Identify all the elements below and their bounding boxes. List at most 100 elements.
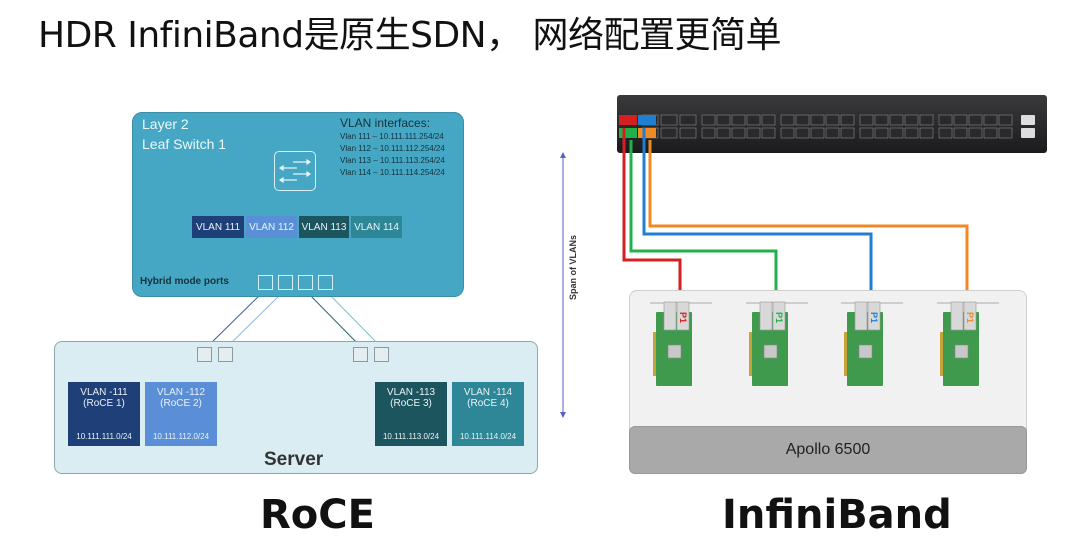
qsfp-port <box>701 114 716 126</box>
qsfp-port <box>904 127 919 139</box>
ethernet-port-icon <box>258 275 273 290</box>
cable-red <box>622 128 682 300</box>
qsfp-port <box>859 114 874 126</box>
leaf-title-line2: Leaf Switch 1 <box>142 136 227 152</box>
qsfp-port <box>874 127 889 139</box>
server-vlan-label: VLAN -112 <box>156 387 206 398</box>
hybrid-ports-label: Hybrid mode ports <box>140 276 229 287</box>
qsfp-port <box>998 127 1013 139</box>
nic-port-label: P1 <box>869 312 879 323</box>
qsfp-port <box>679 127 697 139</box>
qsfp-port <box>953 114 968 126</box>
roce-caption: RoCE <box>260 492 375 538</box>
nic-port-label: P1 <box>774 312 784 323</box>
leaf-title-line1: Layer 2 <box>142 116 189 132</box>
server-vlan-ip: 10.111.114.0/24 <box>459 432 517 441</box>
qsfp-port <box>998 114 1013 126</box>
qsfp-port <box>889 114 904 126</box>
cable-green <box>629 140 778 300</box>
qsfp-port <box>761 127 776 139</box>
connected-port <box>619 115 637 125</box>
qsfp-port <box>919 114 934 126</box>
qsfp-port <box>660 114 678 126</box>
qsfp-port <box>859 127 874 139</box>
qsfp-port <box>701 127 716 139</box>
vlan-interface-item: Vlan 112 – 10.111.112.254/24 <box>340 144 445 153</box>
qsfp-port <box>889 127 904 139</box>
qsfp-port <box>716 114 731 126</box>
vlan-interface-item: Vlan 113 – 10.111.113.254/24 <box>340 156 445 165</box>
server-vlan-label: VLAN -114 <box>463 387 513 398</box>
nic-port-label: P1 <box>965 312 975 323</box>
ethernet-port-icon <box>218 347 233 362</box>
qsfp-port <box>938 114 953 126</box>
qsfp-port <box>795 127 810 139</box>
server-vlan-111: VLAN -111 (RoCE 1) 10.111.111.0/24 <box>68 382 140 446</box>
server-vlan-ip: 10.111.111.0/24 <box>76 432 132 441</box>
qsfp-port <box>746 127 761 139</box>
qsfp-port <box>825 127 840 139</box>
server-vlan-label: VLAN -111 <box>80 387 128 398</box>
infiniband-caption: InfiniBand <box>722 492 952 538</box>
server-vlan-sub: (RoCE 4) <box>467 398 509 409</box>
server-vlan-sub: (RoCE 2) <box>160 398 202 409</box>
qsfp-port <box>746 114 761 126</box>
cable-blue <box>642 128 873 300</box>
qsfp-port <box>810 114 825 126</box>
qsfp-port <box>825 114 840 126</box>
vlan-interface-item: Vlan 114 – 10.111.114.254/24 <box>340 168 445 177</box>
leaf-switch-title: Layer 2 Leaf Switch 1 <box>142 114 226 154</box>
qsfp-port <box>968 127 983 139</box>
qsfp-port <box>983 127 998 139</box>
ethernet-port-icon <box>197 347 212 362</box>
switch-ports <box>619 114 1035 139</box>
qsfp-port <box>810 127 825 139</box>
qsfp-port <box>761 114 776 126</box>
leaf-vlan-111: VLAN 111 <box>192 216 244 238</box>
qsfp-port <box>919 127 934 139</box>
leaf-switch-panel <box>132 112 464 297</box>
qsfp-port <box>904 114 919 126</box>
server-vlan-sub: (RoCE 1) <box>83 398 125 409</box>
slide-title: HDR InfiniBand是原生SDN， 网络配置更简单 <box>38 15 782 56</box>
vlan-interfaces-title: VLAN interfaces: <box>340 116 431 130</box>
apollo-label: Apollo 6500 <box>629 426 1027 474</box>
server-vlan-113: VLAN -113 (RoCE 3) 10.111.113.0/24 <box>375 382 447 446</box>
qsfp-port <box>780 127 795 139</box>
qsfp-port <box>840 127 855 139</box>
ethernet-port-icon <box>298 275 313 290</box>
server-vlan-sub: (RoCE 3) <box>390 398 432 409</box>
leaf-vlan-114: VLAN 114 <box>351 216 402 238</box>
cable-orange <box>648 140 969 300</box>
ethernet-port-icon <box>278 275 293 290</box>
qsfp-port <box>953 127 968 139</box>
switch-icon <box>274 151 316 191</box>
ethernet-port-icon <box>318 275 333 290</box>
qsfp-port <box>795 114 810 126</box>
ethernet-port-icon <box>374 347 389 362</box>
qsfp-port <box>660 127 678 139</box>
qsfp-port <box>983 114 998 126</box>
nic-port-label: P1 <box>678 312 688 323</box>
connected-port <box>638 128 656 138</box>
server-vlan-114: VLAN -114 (RoCE 4) 10.111.114.0/24 <box>452 382 524 446</box>
qsfp-port <box>679 114 697 126</box>
server-vlan-ip: 10.111.112.0/24 <box>152 432 210 441</box>
server-vlan-label: VLAN -113 <box>386 387 436 398</box>
qsfp-port <box>716 127 731 139</box>
server-label: Server <box>264 449 324 470</box>
qsfp-port <box>874 114 889 126</box>
qsfp-port <box>731 114 746 126</box>
connected-port <box>638 115 656 125</box>
qsfp-port <box>840 114 855 126</box>
server-vlan-ip: 10.111.113.0/24 <box>382 432 440 441</box>
server-vlan-112: VLAN -112 (RoCE 2) 10.111.112.0/24 <box>145 382 217 446</box>
qsfp-port <box>938 127 953 139</box>
qsfp-port <box>731 127 746 139</box>
vlan-interface-item: Vlan 111 – 10.111.111.254/24 <box>340 132 444 141</box>
ethernet-port-icon <box>353 347 368 362</box>
qsfp-port <box>780 114 795 126</box>
leaf-vlan-113: VLAN 113 <box>299 216 349 238</box>
qsfp-port <box>968 114 983 126</box>
